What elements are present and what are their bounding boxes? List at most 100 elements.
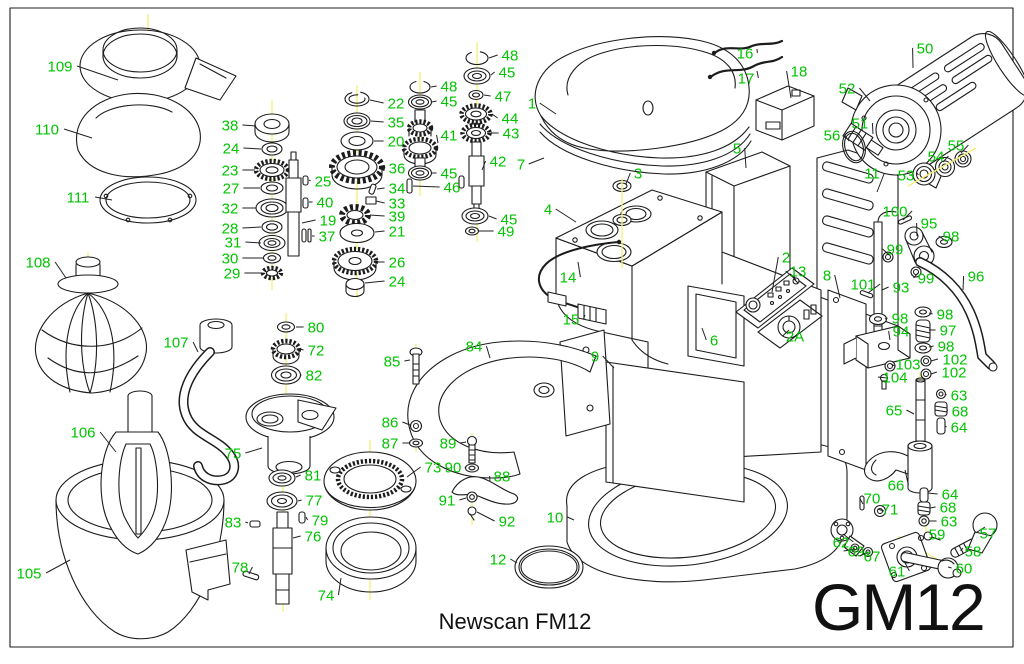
bracket-part-94 [843,312,911,369]
pin-part-37 [301,228,307,243]
svg-text:110: 110 [35,122,59,139]
svg-text:45: 45 [441,94,458,111]
svg-text:1: 1 [528,96,536,113]
part-label-85: 85 [384,354,411,371]
svg-text:98: 98 [937,307,954,324]
svg-text:71: 71 [882,502,899,519]
lift-handle-part-96 [915,257,998,372]
svg-text:106: 106 [70,425,95,442]
rear-panel-part-8 [827,289,867,471]
part-label-57: 57 [975,526,996,543]
slide-rod-part-65 [915,377,926,445]
svg-text:44: 44 [502,111,519,128]
part-label-30: 30 [222,251,263,268]
svg-text:73: 73 [425,460,442,477]
wire-harness-14-15 [537,239,622,325]
svg-text:20: 20 [388,134,405,151]
gear-shaft-42-stack [458,50,493,236]
svg-text:53: 53 [898,168,915,185]
gear-stack-left-38-29 [253,113,291,281]
svg-text:68: 68 [940,500,957,517]
svg-text:45: 45 [501,212,518,229]
svg-text:45: 45 [441,166,458,183]
part-label-52: 52 [839,81,871,102]
part-label-15: 15 [563,312,586,329]
part-label-31: 31 [225,235,262,252]
part-label-55: 55 [948,138,969,155]
svg-text:55: 55 [948,138,965,155]
part-label-92: 92 [476,511,516,531]
model-name-text: Newscan FM12 [438,609,592,634]
svg-text:42: 42 [490,154,507,171]
part-label-40: 40 [309,195,333,212]
svg-text:27: 27 [223,181,240,198]
part-label-65: 65 [886,403,915,420]
o-ring-part-56 [842,130,866,164]
svg-text:56: 56 [824,128,841,145]
part-label-51: 51 [852,116,874,135]
part-label-1: 1 [528,96,557,115]
motor-part-50 [841,30,1024,189]
bearing-stack-80-72-82 [270,321,302,385]
part-label-109: 109 [47,59,119,81]
svg-text:70: 70 [864,491,881,508]
svg-text:72: 72 [308,343,325,360]
svg-text:90: 90 [445,460,462,477]
part-label-84: 84 [466,339,491,359]
guard-fasteners-85-92 [408,347,519,521]
svg-text:101: 101 [850,277,875,294]
part-label-83: 83 [225,515,249,532]
part-label-4: 4 [544,202,577,223]
part-label-82: 82 [301,368,322,385]
pin-part-25 [302,175,309,186]
part-label-90: 90 [445,460,466,477]
svg-text:61: 61 [889,564,906,581]
svg-text:92: 92 [499,514,516,531]
spring-part-97 [914,306,932,380]
part-label-98: 98 [928,339,954,356]
pin-part-46 [406,178,413,194]
svg-text:66: 66 [888,478,905,495]
svg-text:36: 36 [389,161,406,178]
svg-text:97: 97 [940,323,957,340]
svg-text:18: 18 [791,64,808,81]
part-label-50: 50 [912,41,933,69]
part-label-27: 27 [223,181,260,198]
svg-text:91: 91 [439,493,456,510]
svg-text:102: 102 [942,352,967,369]
svg-text:111: 111 [67,190,90,207]
svg-text:98: 98 [943,229,960,246]
nuts-103-104 [879,360,896,390]
part-label-94: 94 [888,324,909,341]
svg-text:109: 109 [47,59,72,76]
part-label-11: 11 [864,166,885,193]
svg-text:16: 16 [737,46,754,63]
svg-text:28: 28 [222,221,239,238]
svg-text:5: 5 [733,141,741,158]
svg-text:39: 39 [389,209,406,226]
part-label-29: 29 [224,266,262,283]
svg-text:29: 29 [224,266,241,283]
part-label-61: 61 [889,560,910,581]
pin-part-79 [298,511,306,524]
part-label-97: 97 [929,323,956,340]
gear-shaft-41-stack [401,80,439,194]
svg-text:89: 89 [440,436,457,453]
svg-text:6: 6 [710,333,718,350]
part-label-45: 45 [488,212,518,229]
part-label-76: 76 [292,529,321,546]
part-label-102: 102 [930,365,967,382]
svg-text:64: 64 [942,487,959,504]
svg-text:12: 12 [490,552,507,569]
svg-text:49: 49 [498,224,515,241]
pin-part-83 [249,520,261,528]
part-label-98: 98 [938,229,960,246]
svg-text:99: 99 [887,242,904,259]
svg-text:102: 102 [941,365,966,382]
part-label-32: 32 [222,201,256,218]
svg-text:25: 25 [315,174,332,191]
part-label-34: 34 [376,181,405,198]
part-label-16: 16 [737,46,758,63]
part-label-74: 74 [318,577,342,605]
svg-text:47: 47 [495,89,512,106]
